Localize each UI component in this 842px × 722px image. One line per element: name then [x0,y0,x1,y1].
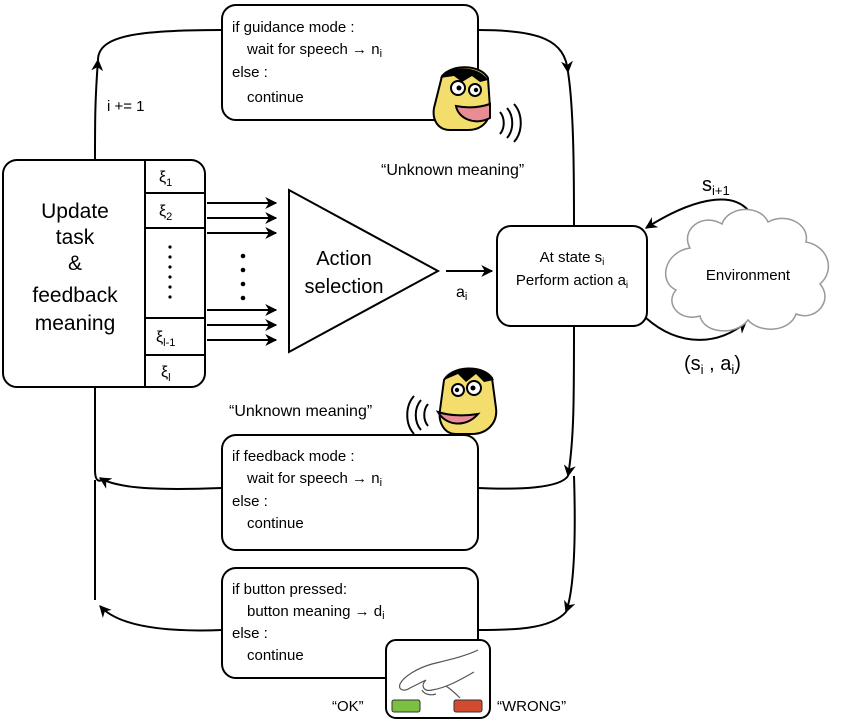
feedback-else: else : [232,493,268,510]
action-output-label: ai [456,284,467,303]
environment-cloud: Environment [665,208,830,332]
increment-label: i += 1 [107,98,145,115]
button-action: button meaning → di [247,603,385,622]
xi-label: ξl-1 [156,329,175,349]
ok-button-icon [391,699,421,713]
arrow-from-feedback-box [98,477,223,490]
next-state-label: si+1 [702,174,730,198]
arrow-state-to-feedback [563,324,576,478]
line-to-feedback-box [477,475,569,490]
action-selection-triangle [288,188,441,354]
hand-icon [399,649,479,691]
state-line: At state si [540,249,605,268]
xi-vertical-ellipsis [168,245,172,299]
button-continue: continue [247,647,304,664]
speaking-face-icon [435,367,498,435]
update-box-line: task [56,226,95,249]
sound-waves-icon [406,395,429,435]
feedback-condition: if feedback mode : [232,448,355,465]
spine-right-top [567,71,575,229]
update-box: Update task & feedback meaning ξ1 ξ2 ξl-… [2,159,206,388]
arrow-guidance-to-right [477,29,573,74]
action-selection: Action selection [288,188,441,354]
update-box-line: & [68,252,82,275]
wrong-button-icon [453,699,483,713]
environment-label: Environment [706,267,791,284]
feedback-continue: continue [247,515,304,532]
button-else: else : [232,625,268,642]
arrow-from-button-box [99,605,223,632]
line-into-button-box [477,611,567,631]
arrow-to-guidance-loop [91,58,104,161]
flow-lines [91,29,749,632]
xi-label: ξ2 [159,203,172,223]
guidance-box: if guidance mode : wait for speech → ni … [221,4,479,121]
state-box-frame [496,225,648,327]
ellipsis-dot [240,295,246,301]
ellipsis-dot [240,253,246,259]
speaking-face-icon [432,66,492,131]
button-press-illustration [385,639,491,719]
arrow-to-button-box [564,475,576,614]
ellipsis-dot [240,281,246,287]
feedback-box: if feedback mode : wait for speech → ni … [221,434,479,551]
xi-label: ξl [161,364,171,384]
update-box-line: feedback [32,284,118,307]
update-box-line: meaning [35,312,116,335]
unknown-meaning-bottom: “Unknown meaning” [229,403,372,420]
wrong-label: “WRONG” [497,698,566,715]
feedback-box-frame [221,434,479,551]
xi-label: ξ1 [159,169,172,189]
action-selection-line2: selection [305,276,384,298]
arrow-environment-to-state [644,198,749,229]
sound-waves-icon [499,103,522,143]
state-box: At state si Perform action ai [496,225,648,327]
guidance-continue: continue [247,89,304,106]
unknown-meaning-top: “Unknown meaning” [381,162,524,179]
line-to-guidance-box [97,29,223,61]
state-action-pair-label: (si , ai) [684,353,741,377]
guidance-else: else : [232,64,268,81]
feedback-action: wait for speech → ni [246,470,382,489]
ok-label: “OK” [332,698,364,715]
guidance-action: wait for speech → ni [246,41,382,60]
perform-action-line: Perform action ai [516,272,628,291]
cloud-shape [665,208,830,332]
button-condition: if button pressed: [232,581,347,598]
action-selection-line1: Action [316,248,372,270]
update-box-line: Update [41,200,109,223]
guidance-box-frame [221,4,479,121]
ellipsis-dot [240,267,246,273]
spine-lower [94,385,103,482]
update-box-frame [2,159,206,388]
guidance-condition: if guidance mode : [232,19,355,36]
